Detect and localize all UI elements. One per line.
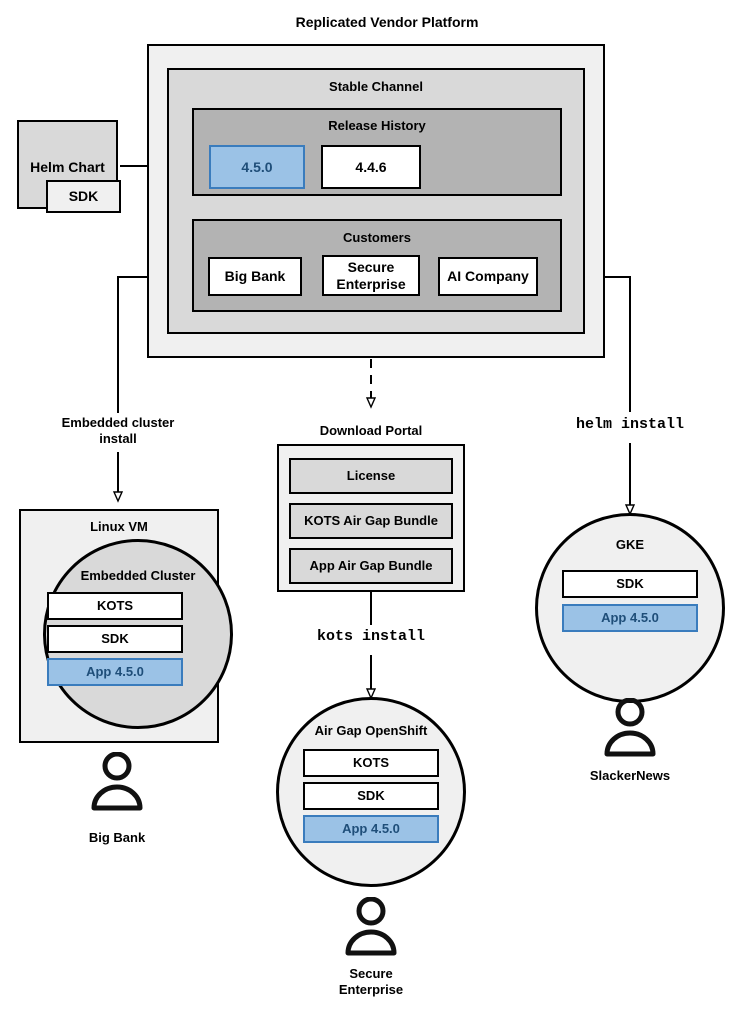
air-gap-openshift-title: Air Gap OpenShift: [314, 723, 428, 738]
edge-label-kots-install: kots install: [316, 628, 426, 645]
actor-label-slackernews: SlackerNews: [589, 768, 671, 783]
airgap-component-kots[interactable]: KOTS: [303, 749, 439, 777]
gke-component-sdk[interactable]: SDK: [562, 570, 698, 598]
gke-title: GKE: [615, 537, 645, 552]
gke-component-app[interactable]: App 4.5.0: [562, 604, 698, 632]
stable-channel-title: Stable Channel: [329, 79, 423, 94]
helm-chart-sdk-box: SDK: [46, 180, 121, 213]
actor-label-secure-enterprise: Secure Enterprise: [338, 966, 404, 998]
person-icon: [604, 698, 656, 757]
actor-label-big-bank: Big Bank: [88, 830, 146, 845]
helm-chart-label: Helm Chart: [30, 159, 105, 175]
customers-title: Customers: [343, 230, 411, 245]
person-icon: [91, 752, 143, 811]
linuxvm-component-app[interactable]: App 4.5.0: [47, 658, 183, 686]
embedded-cluster-title: Embedded Cluster: [80, 568, 196, 583]
edge-label-embedded-cluster-install: Embedded cluster install: [61, 415, 175, 447]
customer-secure-enterprise[interactable]: Secure Enterprise: [322, 255, 420, 296]
download-portal-title: Download Portal: [319, 423, 423, 438]
artifact-app-air-gap-bundle[interactable]: App Air Gap Bundle: [289, 548, 453, 584]
linuxvm-component-kots[interactable]: KOTS: [47, 592, 183, 620]
customer-ai-company[interactable]: AI Company: [438, 257, 538, 296]
linuxvm-component-sdk[interactable]: SDK: [47, 625, 183, 653]
release-chip-4-5-0[interactable]: 4.5.0: [209, 145, 305, 189]
page-title: Replicated Vendor Platform: [295, 14, 479, 30]
airgap-component-app[interactable]: App 4.5.0: [303, 815, 439, 843]
artifact-kots-air-gap-bundle[interactable]: KOTS Air Gap Bundle: [289, 503, 453, 539]
customer-big-bank[interactable]: Big Bank: [208, 257, 302, 296]
linux-vm-title: Linux VM: [90, 519, 148, 534]
release-history-title: Release History: [328, 118, 426, 133]
release-chip-4-4-6[interactable]: 4.4.6: [321, 145, 421, 189]
airgap-component-sdk[interactable]: SDK: [303, 782, 439, 810]
artifact-license[interactable]: License: [289, 458, 453, 494]
edge-label-helm-install: helm install: [575, 416, 685, 433]
person-icon: [345, 897, 397, 956]
